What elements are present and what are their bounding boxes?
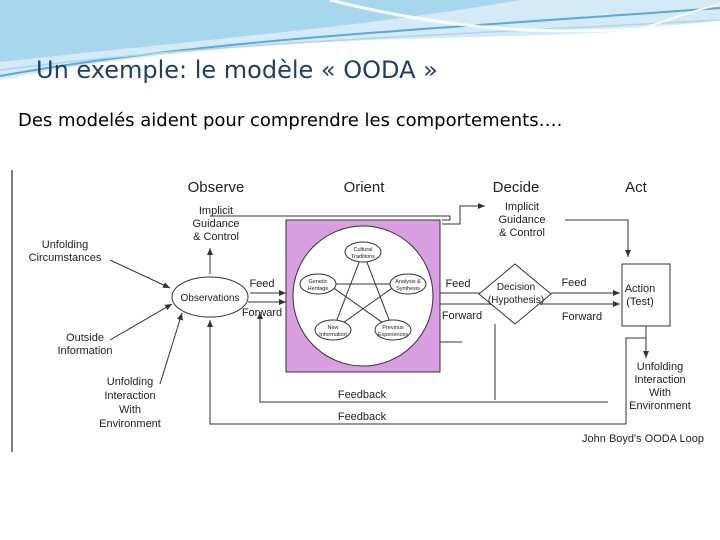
svg-text:Analysis &: Analysis & (395, 279, 421, 285)
observe-unfolding-interaction-label: Unfolding Interaction With Environment (99, 376, 161, 430)
svg-text:With: With (119, 404, 141, 416)
decision-node (479, 264, 551, 324)
svg-text:Synthesis: Synthesis (396, 286, 420, 292)
svg-text:Unfolding: Unfolding (42, 239, 88, 251)
new-information-node: New Information (315, 320, 351, 340)
svg-text:Information: Information (319, 332, 347, 338)
decide-implicit-guidance: Implicit Guidance & Control (498, 201, 545, 239)
act-unfolding-interaction-label: Unfolding Interaction With Environment (629, 361, 691, 412)
action-test-label: (Test) (626, 296, 654, 308)
ooda-loop-figure: Observe Orient Decide Act Implicit Guida… (10, 162, 710, 452)
observe-implicit-guidance: Implicit Guidance & Control (192, 205, 239, 243)
analysis-synthesis-node: Analysis & Synthesis (390, 274, 426, 294)
observations-label: Observations (181, 293, 240, 304)
svg-text:Interaction: Interaction (634, 374, 685, 386)
slide-title: Un exemple: le modèle « OODA » (36, 56, 438, 84)
svg-text:Experiences: Experiences (378, 332, 409, 338)
outside-information-label: Outside Information (57, 332, 112, 357)
header-decide: Decide (493, 179, 540, 196)
svg-text:With: With (649, 387, 671, 399)
orient-feed-label: Feed (445, 278, 470, 290)
arrow-outside-info (110, 304, 172, 340)
arrow-guidance-to-action (565, 220, 628, 257)
svg-text:Cultural: Cultural (354, 247, 373, 253)
svg-text:Implicit: Implicit (199, 205, 233, 217)
svg-text:Genetic: Genetic (309, 279, 328, 285)
decide-feed-label: Feed (561, 277, 586, 289)
header-act: Act (625, 179, 648, 196)
feedback-upper-label: Feedback (338, 389, 387, 401)
svg-text:Outside: Outside (66, 332, 104, 344)
decision-label: Decision (497, 282, 535, 293)
svg-text:Circumstances: Circumstances (29, 252, 102, 264)
svg-text:Implicit: Implicit (505, 201, 539, 213)
orient-forward-label: Forward (442, 310, 482, 322)
cultural-traditions-node: Cultural Traditions (345, 242, 381, 262)
genetic-heritage-node: Genetic Heritage (300, 274, 336, 294)
svg-text:& Control: & Control (499, 227, 545, 239)
line-orient-to-observe-guidance (210, 216, 450, 220)
svg-text:Guidance: Guidance (498, 214, 545, 226)
slide-subtitle: Des modelés aident pour comprendre les c… (18, 110, 562, 131)
decide-forward-label: Forward (562, 311, 602, 323)
diagram-caption: John Boyd's OODA Loop (582, 433, 704, 445)
svg-text:Unfolding: Unfolding (637, 361, 683, 373)
header-observe: Observe (188, 179, 245, 196)
observe-forward-label: Forward (242, 307, 282, 319)
unfolding-circumstances-label: Unfolding Circumstances (29, 239, 102, 264)
feedback-lower-label: Feedback (338, 411, 387, 423)
svg-text:& Control: & Control (193, 231, 239, 243)
svg-text:Guidance: Guidance (192, 218, 239, 230)
svg-text:Unfolding: Unfolding (107, 376, 153, 388)
svg-text:Information: Information (57, 345, 112, 357)
action-node (622, 264, 670, 326)
svg-text:Heritage: Heritage (308, 286, 329, 292)
previous-experiences-node: Previous Experiences (375, 320, 411, 340)
svg-text:Environment: Environment (99, 418, 161, 430)
observe-feed-label: Feed (249, 278, 274, 290)
arrow-circumstances (110, 260, 170, 288)
ooda-diagram: Observe Orient Decide Act Implicit Guida… (10, 162, 710, 452)
svg-text:Interaction: Interaction (104, 390, 155, 402)
header-orient: Orient (344, 179, 386, 196)
svg-text:Previous: Previous (382, 325, 404, 331)
action-label: Action (625, 283, 656, 295)
arrow-interaction-observe (160, 313, 182, 384)
svg-text:Traditions: Traditions (351, 254, 375, 260)
svg-text:New: New (327, 325, 338, 331)
decision-hypothesis-label: (Hypothesis) (488, 295, 544, 306)
arrow-orient-to-decide-guidance (442, 206, 485, 224)
svg-text:Environment: Environment (629, 400, 691, 412)
